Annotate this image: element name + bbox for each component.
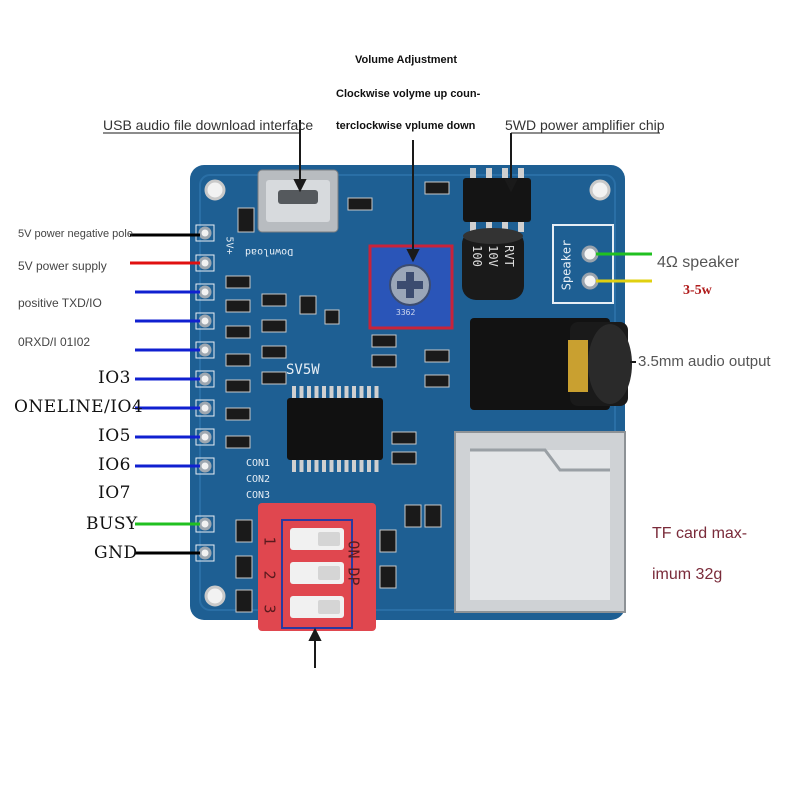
chip-pin <box>329 458 334 472</box>
smd-components <box>225 181 450 613</box>
tf-card-slot <box>454 431 626 613</box>
chip-pin <box>352 386 356 400</box>
main-decoder-chip <box>287 386 383 472</box>
chip-pin <box>292 386 296 400</box>
usb-port <box>257 169 339 233</box>
tf-card-label-line1: TF card max- <box>652 525 748 542</box>
pin-label-io3: IO3 <box>98 368 131 388</box>
chip-pin <box>359 458 364 472</box>
header-pin-hole <box>198 343 212 357</box>
chip-pin <box>329 386 334 400</box>
pin-wires <box>130 233 200 555</box>
chip-pin <box>374 458 379 472</box>
header-pin-hole <box>198 546 212 560</box>
chip-pin <box>299 458 304 472</box>
volume-instruction-line1: Clockwise volyme up coun- <box>336 88 481 100</box>
silk-power: 5V+ <box>223 236 235 255</box>
callout-lines <box>103 120 660 668</box>
chip-pin <box>359 386 364 400</box>
dip-number-2: 2 <box>260 570 279 580</box>
amp-label: 5WD power amplifier chip <box>505 117 665 133</box>
header-pin-hole <box>198 226 212 240</box>
chip-pin <box>314 458 319 472</box>
chip-pin <box>299 386 304 400</box>
potentiometer-code: 3362 <box>396 308 416 317</box>
header-pin-hole <box>198 459 212 473</box>
header-pin-hole <box>198 285 212 299</box>
header-pin-hole <box>198 401 212 415</box>
speaker-wires <box>596 252 652 283</box>
pin-label-io5: IO5 <box>98 426 131 446</box>
capacitor-text-2: 10V <box>485 245 500 267</box>
capacitor <box>462 228 524 300</box>
capacitor-text-3: RVT <box>501 245 516 267</box>
silk-con2: CON2 <box>246 474 271 485</box>
dip-switch <box>258 503 376 631</box>
pin-label-5v-supply: 5V power supply <box>18 259 107 273</box>
chip-pin <box>322 458 326 472</box>
pin-label-5v-negative: 5V power negative pole <box>18 228 133 240</box>
audio-jack <box>470 318 632 410</box>
chip-pin <box>337 386 341 400</box>
chip-pin <box>344 386 349 400</box>
header-pin-hole <box>198 256 212 270</box>
silk-board-name: SV5W <box>286 362 320 378</box>
dip-number-1: 1 <box>260 536 279 546</box>
silk-con1: CON1 <box>246 458 271 469</box>
audio-output-label: 3.5mm audio output <box>638 353 771 370</box>
silk-speaker: Speaker <box>559 239 574 291</box>
header-pin-hole <box>198 314 212 328</box>
pin-label-io4: ONELINE/IO4 <box>14 397 144 417</box>
speaker-terminal <box>552 224 614 304</box>
speaker-label: 4Ω speaker <box>657 254 740 271</box>
volume-potentiometer <box>368 244 454 330</box>
usb-label: USB audio file download interface <box>103 117 314 133</box>
chip-pin <box>314 386 319 400</box>
tf-card-label-line2: imum 32g <box>652 566 723 583</box>
volume-instruction-line2: terclockwise vplume down <box>336 120 476 132</box>
capacitor-text-1: 100 <box>469 245 484 267</box>
chip-pin <box>367 458 371 472</box>
chip-pin <box>374 386 379 400</box>
chip-pin <box>307 386 311 400</box>
header-pin-hole <box>198 517 212 531</box>
pin-label-txd: positive TXD/IO <box>18 296 102 310</box>
chip-pin <box>322 386 326 400</box>
amplifier-chip <box>463 168 531 232</box>
silk-con3: CON3 <box>246 490 271 501</box>
chip-pin <box>307 458 311 472</box>
pin-label-io7: IO7 <box>98 483 131 503</box>
pin-label-gnd: GND <box>94 543 138 563</box>
header-pin-hole <box>198 430 212 444</box>
chip-pin <box>367 386 371 400</box>
silk-download: Download <box>245 246 294 257</box>
pin-label-rxd: 0RXD/I 01I02 <box>18 335 91 349</box>
chip-pin <box>337 458 341 472</box>
header-pin-hole <box>198 372 212 386</box>
header-pin-pad <box>195 224 215 242</box>
pin-label-busy: BUSY <box>86 514 138 534</box>
speaker-power-label: 3-5w <box>683 283 712 298</box>
chip-pin <box>344 458 349 472</box>
dip-switch-label: ON DP <box>344 540 363 586</box>
chip-pin <box>352 458 356 472</box>
chip-pin <box>292 458 296 472</box>
pin-label-io6: IO6 <box>98 455 131 475</box>
dip-number-3: 3 <box>260 604 279 614</box>
volume-title: Volume Adjustment <box>355 54 458 66</box>
